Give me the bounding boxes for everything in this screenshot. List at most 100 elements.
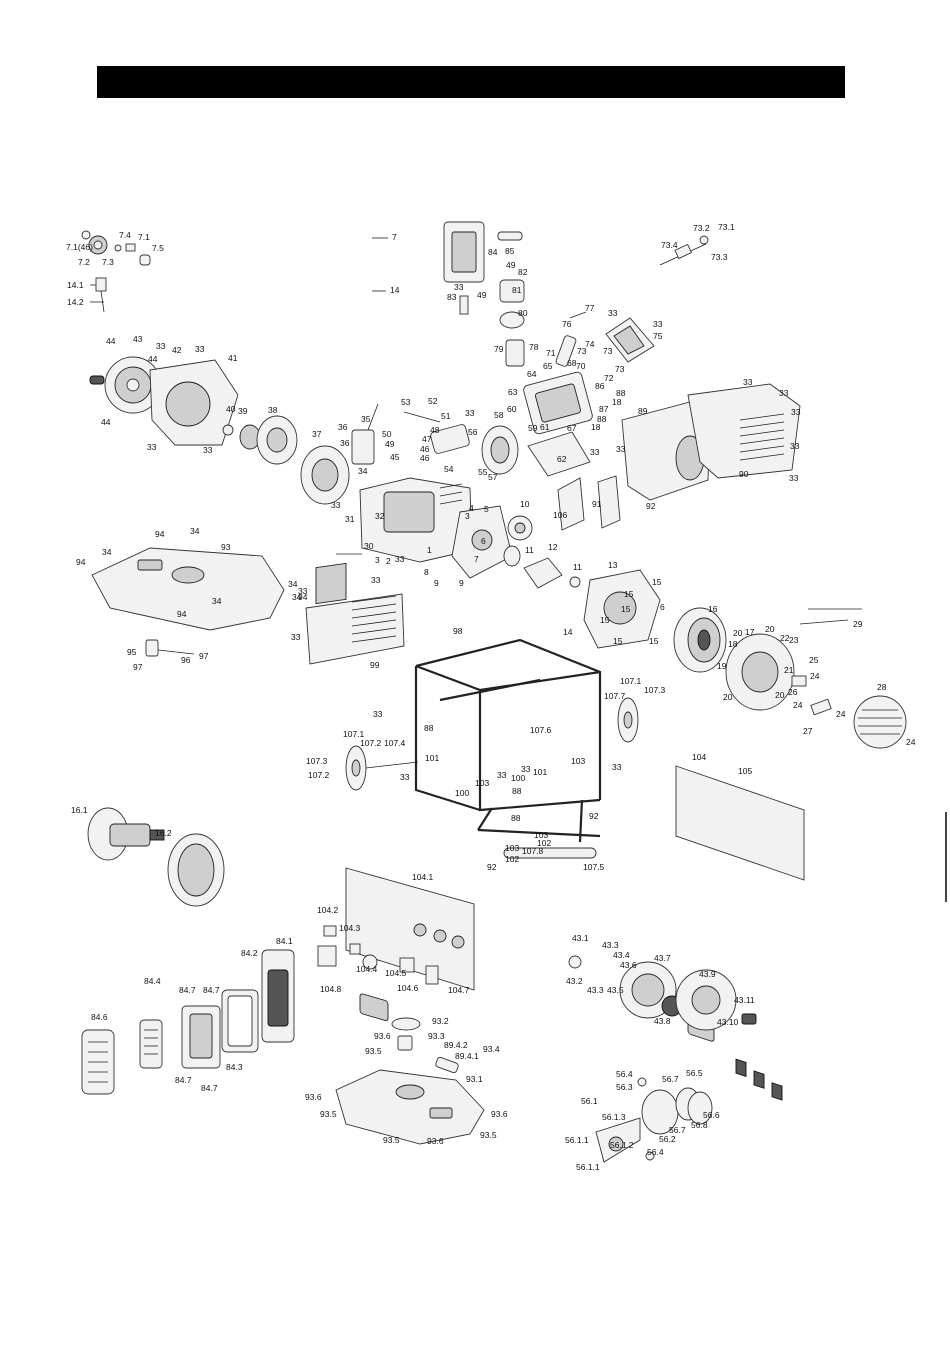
part-callout: 107.3 xyxy=(644,685,666,695)
part-callout: 8 xyxy=(424,567,429,577)
part-callout: 43.4 xyxy=(613,950,630,960)
part-callout: 33 xyxy=(779,388,789,398)
part-callout: 56 xyxy=(468,427,478,437)
part-callout: 93.5 xyxy=(365,1046,382,1056)
part-callout: 20 xyxy=(723,692,733,702)
part-callout: 56.1.1 xyxy=(576,1162,600,1172)
part-callout: 33 xyxy=(465,408,475,418)
part-callout: 89.4.2 xyxy=(444,1040,468,1050)
alternator-housing xyxy=(583,569,661,649)
part-callout: 3 xyxy=(375,555,380,565)
part-callout: 48 xyxy=(430,425,440,435)
part-callout: 84 xyxy=(488,247,498,257)
part-callout: 73.4 xyxy=(661,240,678,250)
part-callout: 64 xyxy=(527,369,537,379)
control-panel-plate xyxy=(345,867,475,1021)
part-callout: 82 xyxy=(518,267,528,277)
part-callout: 93.2 xyxy=(432,1016,449,1026)
part-callout: 43.6 xyxy=(620,960,637,970)
part-callout: 33 xyxy=(331,500,341,510)
part-callout: 33 xyxy=(373,709,383,719)
part-callout: 60 xyxy=(507,404,517,414)
part-callout: 29 xyxy=(853,619,863,629)
part-callout: 73 xyxy=(577,346,587,356)
part-callout: 44 xyxy=(106,336,116,346)
part-callout: 33 xyxy=(790,441,800,451)
fuel-tank xyxy=(91,547,285,631)
part-callout: 84.7 xyxy=(179,985,196,995)
part-callout: 97 xyxy=(133,662,143,672)
part-callout: 67 xyxy=(567,423,577,433)
part-callout: 93.5 xyxy=(383,1135,400,1145)
part-callout: 33 xyxy=(521,764,531,774)
part-callout: 36 xyxy=(338,422,348,432)
part-callout: 9 xyxy=(434,578,439,588)
part-callout: 107.8 xyxy=(522,846,544,856)
panel-components xyxy=(317,925,439,985)
part-callout: 25 xyxy=(809,655,819,665)
part-callout: 103 xyxy=(534,830,548,840)
part-callout: 56.8 xyxy=(691,1120,708,1130)
part-callout: 27 xyxy=(803,726,813,736)
piston-assembly xyxy=(595,1077,713,1163)
part-callout: 53 xyxy=(401,397,411,407)
part-callout: 7.1 xyxy=(138,232,150,242)
part-callout: 15 xyxy=(624,589,634,599)
part-callout: 93.5 xyxy=(480,1130,497,1140)
part-callout: 43.3 xyxy=(587,985,604,995)
fuel-valve-assembly xyxy=(145,639,195,657)
fuel-tank-lower xyxy=(335,1017,485,1145)
part-callout: 56.1.1 xyxy=(565,1135,589,1145)
part-callout: 51 xyxy=(441,411,451,421)
part-callout: 24 xyxy=(810,671,820,681)
part-callout: 33 xyxy=(156,341,166,351)
part-callout: 97 xyxy=(199,651,209,661)
part-callout: 44 xyxy=(148,354,158,364)
part-callout: 7.3 xyxy=(102,257,114,267)
part-callout: 36 xyxy=(340,438,350,448)
part-callout: 62 xyxy=(557,454,567,464)
part-callout: 43.9 xyxy=(699,969,716,979)
part-callout: 89.4.1 xyxy=(455,1051,479,1061)
part-callout: 45 xyxy=(390,452,400,462)
part-callout: 11 xyxy=(525,545,534,555)
part-callout: 7.4 xyxy=(119,230,131,240)
alternator-end-cover xyxy=(725,633,795,711)
part-callout: 75 xyxy=(653,331,663,341)
part-callout: 84.1 xyxy=(276,936,293,946)
carburetor-parts xyxy=(505,311,587,367)
fastener-kit-7 xyxy=(81,230,151,266)
part-callout: 63 xyxy=(508,387,518,397)
end-grille xyxy=(853,695,907,749)
part-callout: 22 xyxy=(780,633,790,643)
part-callout: 43.8 xyxy=(654,1016,671,1026)
part-callout: 77 xyxy=(585,303,595,313)
part-callout: 5 xyxy=(484,504,489,514)
part-callout: 84.3 xyxy=(226,1062,243,1072)
part-callout: 37 xyxy=(312,429,322,439)
part-callout: 33 xyxy=(298,586,308,596)
part-callout: 104.4 xyxy=(356,964,378,974)
part-callout: 92 xyxy=(646,501,656,511)
part-callout: 103 xyxy=(571,756,585,766)
part-callout: 107.6 xyxy=(530,725,552,735)
part-callout: 93.3 xyxy=(428,1031,445,1041)
part-callout: 84.6 xyxy=(91,1012,108,1022)
part-callout: 33 xyxy=(791,407,801,417)
part-callout: 33 xyxy=(497,770,507,780)
part-callout: 83 xyxy=(447,292,457,302)
part-callout: 35 xyxy=(361,414,371,424)
part-callout: 52 xyxy=(428,396,438,406)
part-callout: 19 xyxy=(717,661,727,671)
part-callout: 15 xyxy=(600,615,610,625)
part-callout: 12 xyxy=(548,542,558,552)
part-callout: 42 xyxy=(172,345,182,355)
part-callout: 2 xyxy=(386,556,391,566)
part-callout: 93.6 xyxy=(374,1031,391,1041)
part-callout: 74 xyxy=(585,339,595,349)
part-callout: 88 xyxy=(512,786,522,796)
part-callout: 7 xyxy=(392,232,397,242)
part-callout: 32 xyxy=(375,511,385,521)
part-callout: 104.1 xyxy=(412,872,434,882)
part-callout: 86 xyxy=(595,381,605,391)
